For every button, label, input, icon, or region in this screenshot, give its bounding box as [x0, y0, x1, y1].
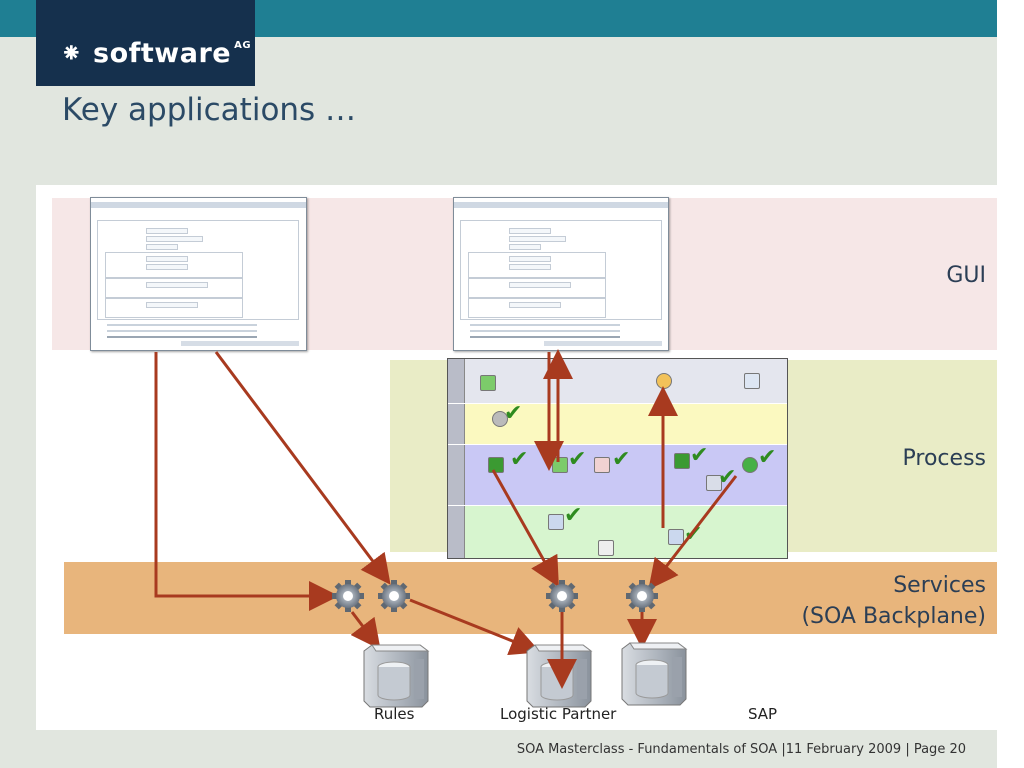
check-icon: ✔: [684, 522, 703, 547]
footer-text: SOA Masterclass - Fundamentals of SOA |1…: [516, 742, 966, 757]
screenshot-header: [91, 202, 306, 208]
process-node: [742, 457, 758, 473]
check-icon: ✔: [758, 445, 777, 470]
services-label-line1: Services: [893, 573, 986, 598]
check-icon: ✔: [568, 447, 587, 472]
server-icon: [363, 644, 430, 708]
check-icon: ✔: [510, 447, 529, 472]
process-node: [492, 411, 508, 427]
process-node: [594, 457, 610, 473]
arrow-gear2-to-logistic: [409, 598, 541, 656]
gear-icon: [626, 580, 658, 612]
gear-icon: [332, 580, 364, 612]
process-model-screenshot: ✔ ✔ ✔ ✔ ✔ ✔ ✔ ✔ ✔: [447, 358, 788, 559]
gui-screenshot-right: [453, 197, 669, 351]
services-layer-label: Services (SOA Backplane): [801, 570, 986, 632]
gear-icon: [378, 580, 410, 612]
logo: [36, 0, 255, 86]
services-layer: [64, 562, 997, 634]
gui-layer-label: GUI: [946, 263, 986, 288]
check-icon: ✔: [564, 503, 583, 528]
gear-icon: [546, 580, 578, 612]
process-node: [480, 375, 496, 391]
server-label-rules: Rules: [374, 705, 415, 723]
process-node: [674, 453, 690, 469]
check-icon: ✔: [612, 447, 631, 472]
services-label-line2: (SOA Backplane): [801, 604, 986, 629]
check-icon: ✔: [504, 401, 523, 426]
arrow-process-to-gear4: [648, 475, 738, 590]
process-node: [548, 514, 564, 530]
server-icon: [621, 642, 688, 706]
gui-screenshot-left: [90, 197, 307, 351]
arrow-gear1-to-rules: [350, 611, 381, 650]
server-icon: [526, 644, 593, 708]
slide-title: Key applications …: [62, 92, 357, 128]
screenshot-header: [454, 202, 668, 208]
arrow-gui1-to-gear2: [214, 351, 391, 585]
arrow-process-to-gear3: [491, 469, 559, 588]
right-margin: [997, 0, 1024, 768]
process-node: [668, 529, 684, 545]
process-node: [744, 373, 760, 389]
server-label-sap: SAP: [748, 705, 778, 723]
check-icon: ✔: [690, 443, 709, 468]
brand-name: software: [93, 38, 232, 69]
process-layer-label: Process: [902, 446, 986, 471]
brand-suffix: AG: [234, 40, 252, 51]
server-label-logistic: Logistic Partner: [500, 705, 617, 723]
process-node: [706, 475, 722, 491]
brand-mark-icon: ⁕: [60, 38, 84, 69]
arrow-gui1-to-gear1: [154, 352, 339, 611]
process-node: [598, 540, 614, 556]
